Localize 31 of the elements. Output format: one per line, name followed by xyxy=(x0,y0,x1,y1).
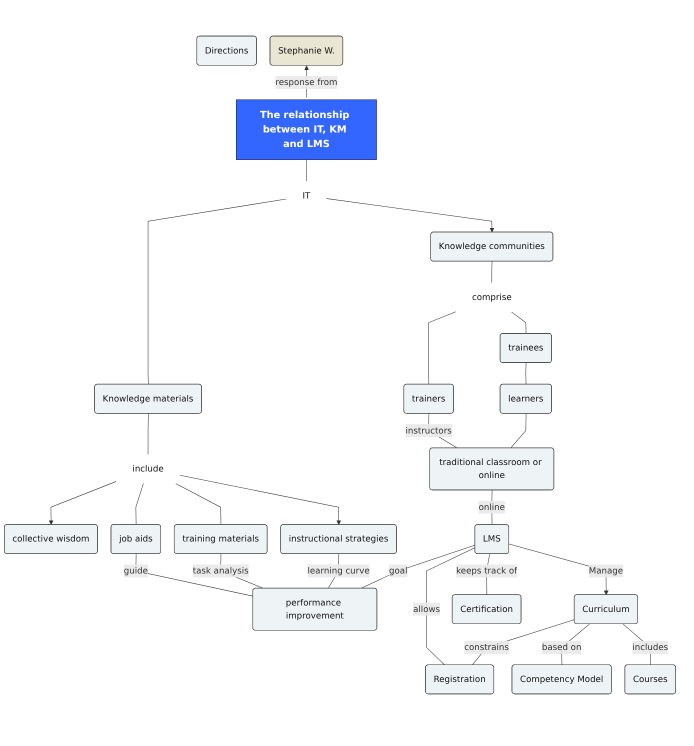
edge-label: task analysis xyxy=(192,565,249,576)
connector xyxy=(510,413,526,448)
arrow xyxy=(326,198,494,232)
connector xyxy=(360,544,476,589)
edge-label: goal xyxy=(389,565,408,576)
node-text: include xyxy=(132,463,164,474)
arrow xyxy=(48,481,116,525)
edge-label: keeps track of xyxy=(456,565,518,576)
edge-label: instructors xyxy=(406,425,452,436)
connector xyxy=(148,413,149,455)
node-text: IT xyxy=(302,190,310,201)
edge-label: based on xyxy=(542,642,582,652)
node-text: comprise xyxy=(472,292,512,302)
connector xyxy=(511,312,526,334)
edge-label: learning curve xyxy=(307,565,370,576)
arrow xyxy=(180,475,342,525)
edge-label: guide xyxy=(124,565,148,576)
edge-label: response from xyxy=(275,77,338,88)
connector xyxy=(175,483,222,525)
connector xyxy=(426,547,476,666)
connector xyxy=(136,483,144,525)
edge-label: constrains xyxy=(464,642,509,652)
edge-label: online xyxy=(478,502,505,512)
node-box: The relationship between IT, KM and LMS xyxy=(236,100,377,160)
connector xyxy=(148,198,287,385)
edge-label: allows xyxy=(413,604,440,614)
connector xyxy=(428,311,456,385)
connector xyxy=(306,159,307,182)
edge-label: includes xyxy=(632,642,668,652)
edge-label: Manage xyxy=(588,565,624,576)
connector xyxy=(136,554,254,596)
